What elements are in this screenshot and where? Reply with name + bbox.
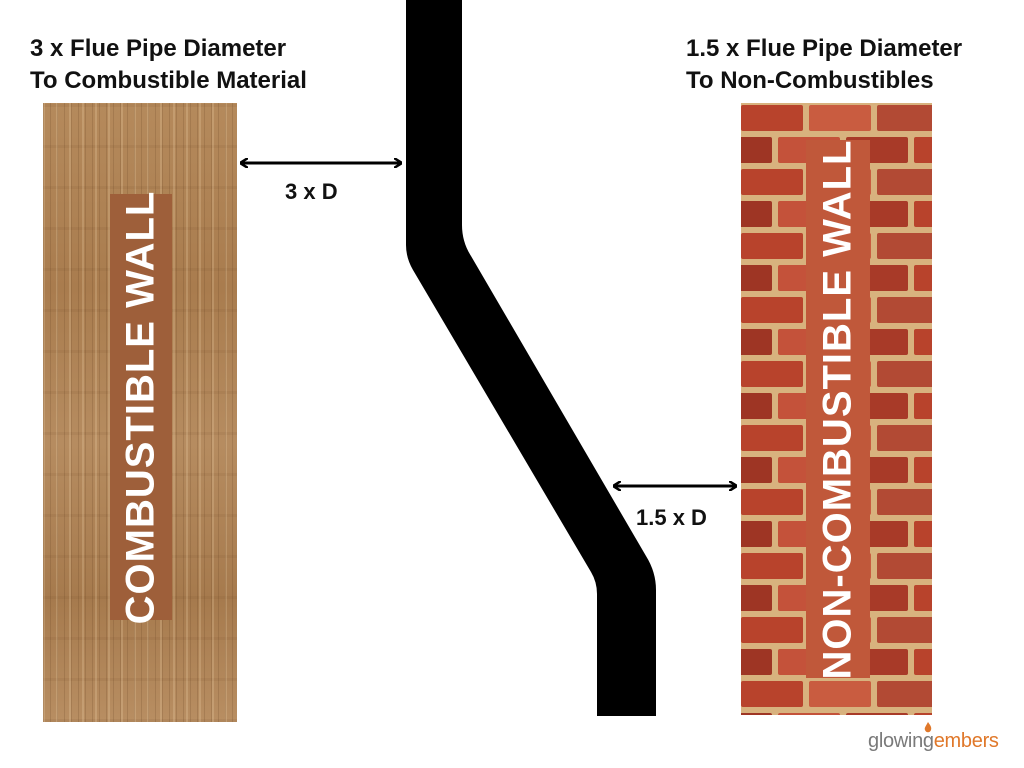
non-combustible-clearance-heading: 1.5 x Flue Pipe Diameter To Non-Combusti… (686, 33, 962, 97)
combustible-heading-line-1: 3 x Flue Pipe Diameter (30, 35, 287, 62)
brand-logo: glowingembers (868, 730, 999, 753)
non-combustible-heading-line-2: To Non-Combustibles (686, 67, 934, 94)
combustible-clearance-heading: 3 x Flue Pipe Diameter To Combustible Ma… (30, 33, 307, 97)
combustible-clearance-label: 3 x D (285, 179, 338, 204)
non-combustible-wall-label-band: NON-COMBUSTIBLE WALL (806, 139, 870, 679)
combustible-wall-label-band: COMBUSTIBLE WALL (110, 190, 172, 624)
non-combustible-clearance-label: 1.5 x D (636, 505, 707, 530)
combustible-heading-line-2: To Combustible Material (30, 67, 307, 94)
brand-word-embers: embers (933, 730, 999, 752)
non-combustible-heading-line-1: 1.5 x Flue Pipe Diameter (686, 35, 963, 62)
flame-icon (924, 722, 932, 733)
brand-word-glowing: glowing (868, 730, 934, 752)
flue-pipe (406, 0, 656, 716)
